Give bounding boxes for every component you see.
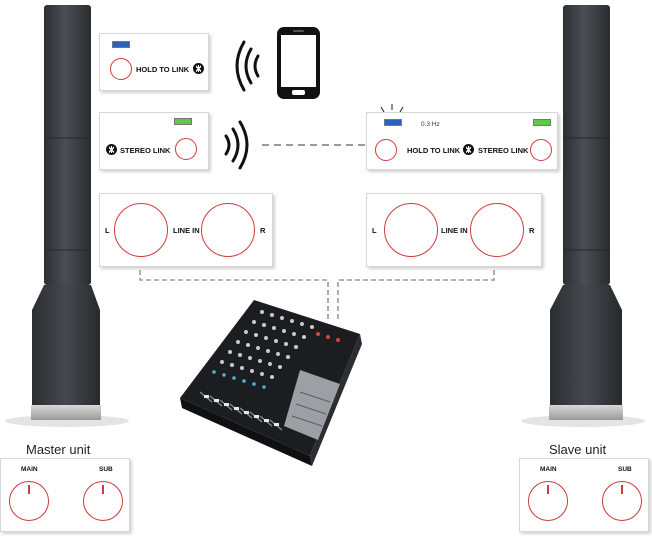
bluetooth-icon	[463, 144, 474, 155]
main-knob-label: MAIN	[540, 466, 557, 473]
stereo-link-button[interactable]	[175, 138, 197, 160]
master-unit-caption: Master unit	[26, 442, 91, 457]
bluetooth-pair-panel: HOLD TO LINK	[99, 33, 209, 91]
stereo-link-label: STEREO LINK	[478, 146, 529, 155]
bluetooth-icon	[193, 63, 204, 74]
slave-unit-caption: Slave unit	[549, 442, 607, 457]
line-in-right-label: R	[529, 226, 535, 235]
wifi-icon	[224, 120, 249, 170]
wifi-icon	[235, 40, 260, 92]
main-volume-knob[interactable]	[9, 481, 49, 521]
line-in-panel-slave: L LINE IN R	[366, 193, 542, 267]
bluetooth-led	[112, 41, 130, 48]
knob-indicator	[547, 485, 549, 494]
hold-to-link-button[interactable]	[110, 58, 132, 80]
sub-volume-knob[interactable]	[602, 481, 642, 521]
master-speaker-image	[5, 5, 129, 427]
knob-indicator	[102, 485, 104, 494]
slave-knob-panel: MAIN SUB	[519, 458, 649, 532]
mixer-image	[180, 300, 362, 466]
line-in-left-jack[interactable]	[384, 203, 438, 257]
bluetooth-icon	[106, 144, 117, 155]
sub-volume-knob[interactable]	[83, 481, 123, 521]
master-knob-panel: MAIN SUB	[0, 458, 130, 532]
hold-to-link-label: HOLD TO LINK	[136, 65, 190, 74]
stereo-link-label: STEREO LINK	[120, 146, 171, 155]
line-in-right-label: R	[260, 226, 266, 235]
main-volume-knob[interactable]	[528, 481, 568, 521]
bluetooth-led-blinking	[384, 119, 402, 126]
sub-knob-label: SUB	[618, 466, 632, 473]
sub-knob-label: SUB	[99, 466, 113, 473]
line-in-left-label: L	[105, 226, 110, 235]
line-in-left-jack[interactable]	[114, 203, 168, 257]
slave-speaker-image	[521, 5, 645, 427]
blink-frequency: 0.3 Hz	[421, 121, 440, 128]
line-in-panel-master: L LINE IN R	[99, 193, 273, 267]
link-panel-slave: 0.3 Hz HOLD TO LINK STEREO LINK	[366, 112, 558, 170]
line-in-right-jack[interactable]	[201, 203, 255, 257]
stereo-link-panel-master: STEREO LINK	[99, 112, 209, 170]
stereo-led	[174, 118, 192, 125]
line-in-label: LINE IN	[441, 226, 468, 235]
hold-to-link-button[interactable]	[375, 139, 397, 161]
hold-to-link-label: HOLD TO LINK	[407, 146, 461, 155]
line-in-right-jack[interactable]	[470, 203, 524, 257]
stereo-link-button[interactable]	[530, 139, 552, 161]
knob-indicator	[28, 485, 30, 494]
line-in-left-label: L	[372, 226, 377, 235]
stereo-led	[533, 119, 551, 126]
knob-indicator	[621, 485, 623, 494]
main-knob-label: MAIN	[21, 466, 38, 473]
smartphone-icon	[277, 27, 320, 99]
line-in-label: LINE IN	[173, 226, 200, 235]
